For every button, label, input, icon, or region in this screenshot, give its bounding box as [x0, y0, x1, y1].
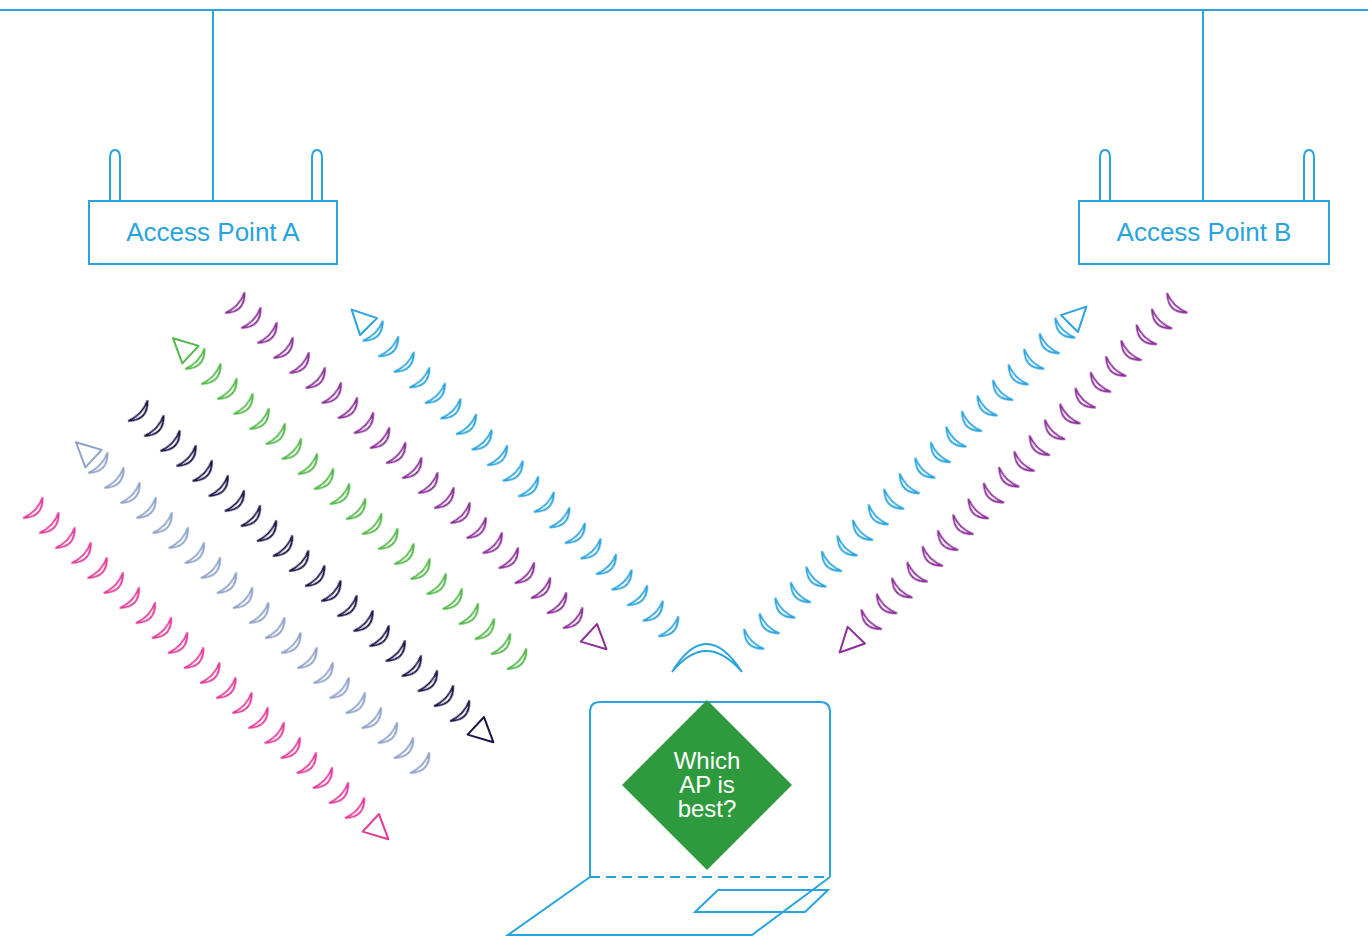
- wave-band: [358, 316, 693, 651]
- direction-arrow: [581, 624, 615, 658]
- laptop-hinge: [590, 876, 830, 878]
- decision-text: Which AP is best?: [661, 749, 753, 821]
- antennas: [110, 150, 1314, 201]
- wave-arc: [672, 644, 742, 672]
- wave-band: [180, 344, 541, 684]
- antenna: [312, 150, 322, 201]
- direction-arrow: [363, 814, 397, 848]
- signal-stream: [161, 326, 541, 684]
- laptop-base: [508, 877, 830, 935]
- antenna: [1304, 150, 1314, 201]
- direction-arrow: [165, 329, 199, 363]
- drop-line: [1202, 10, 1204, 200]
- wave-band: [83, 448, 444, 788]
- signal-stream: [340, 298, 694, 652]
- antenna: [110, 150, 120, 201]
- signal-stream: [220, 288, 618, 662]
- laptop-touchpad: [695, 890, 828, 912]
- signal-stream: [729, 295, 1098, 664]
- backbone-line: [0, 9, 1368, 11]
- direction-arrow: [343, 301, 377, 335]
- wave-band: [847, 288, 1192, 644]
- access-point-box: Access Point B: [1078, 200, 1330, 265]
- wave-band: [220, 288, 597, 643]
- network-wire: [0, 10, 1368, 200]
- antenna: [1100, 150, 1110, 201]
- device-label: Access Point A: [126, 217, 299, 248]
- direction-arrow: [468, 717, 502, 751]
- direction-arrow: [1061, 298, 1095, 332]
- decision-diamond: Which AP is best?: [622, 700, 792, 870]
- direction-arrow: [831, 627, 865, 661]
- diamond-fill: [622, 700, 792, 870]
- device-label: Access Point B: [1117, 217, 1292, 248]
- direction-arrow: [68, 433, 102, 467]
- access-point-box: Access Point A: [88, 200, 338, 265]
- wave-band: [729, 313, 1080, 664]
- drop-line: [212, 10, 214, 200]
- signal-stream: [827, 288, 1192, 664]
- signal-stream: [64, 430, 444, 788]
